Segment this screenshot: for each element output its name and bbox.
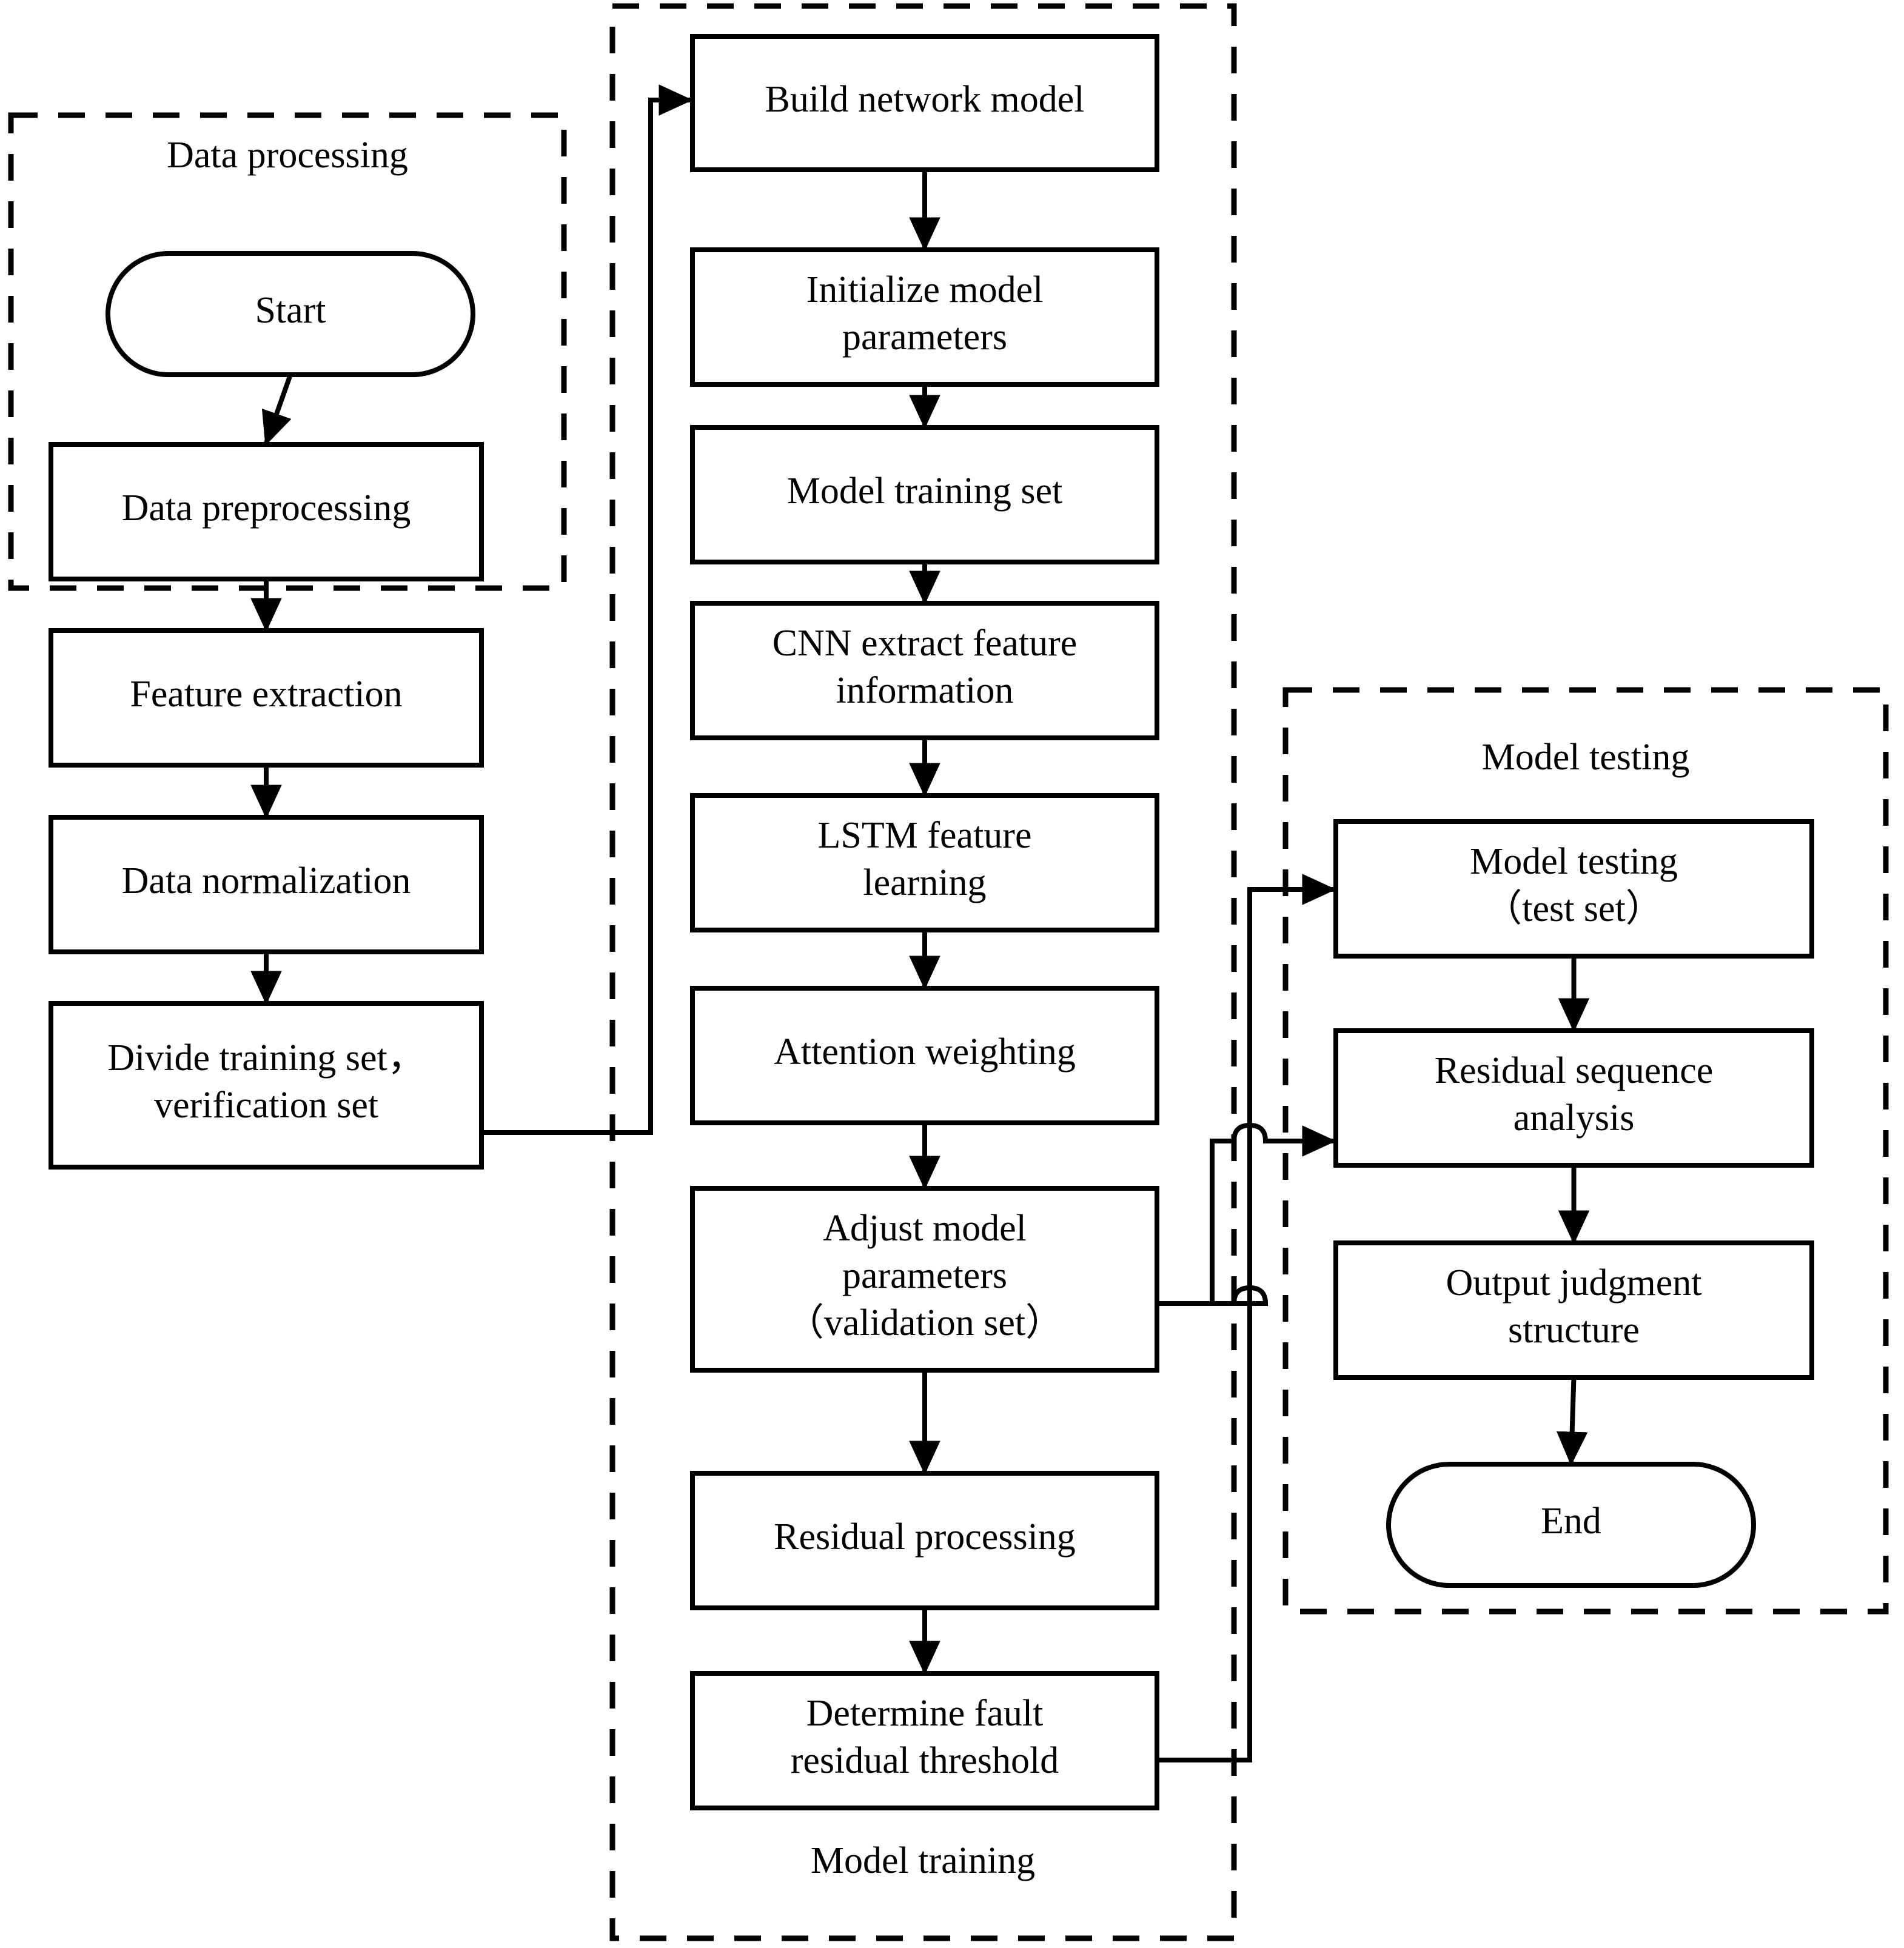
node-label-output-judgment-line1: Output judgment [1446, 1262, 1702, 1304]
node-label-model-testing-box-line2: （test set） [1484, 888, 1663, 929]
node-label-divide-sets-line2: verification set [154, 1085, 378, 1126]
node-label-initialize-params-line2: parameters [842, 316, 1007, 358]
group-frame-model-testing [1282, 687, 1889, 1615]
node-attention-weighting[interactable] [690, 986, 1159, 1125]
node-label-lstm-learning-line1: LSTM feature [818, 815, 1032, 856]
node-adjust-params[interactable] [690, 1186, 1159, 1373]
node-label-data-normalization: Data normalization [122, 860, 411, 902]
node-label-attention-weighting: Attention weighting [774, 1031, 1076, 1073]
node-label-output-judgment-line2: structure [1508, 1310, 1640, 1351]
group-label-model-testing: Model testing [1482, 737, 1690, 778]
node-label-cnn-extract-line1: CNN extract feature [773, 623, 1078, 664]
node-label-determine-threshold-line1: Determine fault [806, 1693, 1044, 1734]
edges-layer [250, 84, 1590, 1762]
node-label-model-testing-box-line1: Model testing [1470, 841, 1678, 882]
node-label-residual-sequence-line1: Residual sequence [1435, 1050, 1714, 1091]
edge-start-to-preprocessing [261, 373, 293, 446]
node-model-training-set[interactable] [690, 425, 1159, 564]
node-label-model-training-set: Model training set [787, 470, 1063, 512]
node-label-determine-threshold-line2: residual threshold [791, 1740, 1059, 1781]
edge-divide-to-build [481, 84, 693, 1135]
edge-threshold-to-modeltest [1157, 874, 1336, 1762]
node-data-preprocessing[interactable] [49, 442, 484, 581]
node-divide-sets[interactable] [49, 1001, 484, 1170]
group-frame-data-processing [8, 112, 567, 591]
group-label-model-training: Model training [811, 1840, 1035, 1881]
node-residual-processing[interactable] [690, 1471, 1159, 1610]
node-build-network[interactable] [690, 34, 1159, 172]
node-determine-threshold[interactable] [690, 1671, 1159, 1810]
edge-adjust-to-residualseq [1157, 1122, 1336, 1306]
group-frames-layer [8, 3, 1889, 1941]
node-label-adjust-params-line3: （validation set） [786, 1302, 1063, 1344]
node-lstm-learning[interactable] [690, 793, 1159, 932]
node-label-lstm-learning-line2: learning [863, 862, 986, 903]
node-feature-extraction[interactable] [49, 628, 484, 768]
node-label-adjust-params-line1: Adjust model [823, 1208, 1027, 1249]
node-output-judgment[interactable] [1333, 1240, 1814, 1380]
node-cnn-extract[interactable] [690, 601, 1159, 740]
node-label-divide-sets-line1: Divide training set， [107, 1037, 424, 1079]
node-model-testing-box[interactable] [1333, 819, 1814, 959]
node-label-feature-extraction: Feature extraction [130, 674, 402, 715]
node-initialize-params[interactable] [690, 247, 1159, 387]
node-label-adjust-params-line2: parameters [842, 1255, 1007, 1296]
nodes-layer [49, 34, 1814, 1810]
node-label-data-preprocessing: Data preprocessing [122, 487, 411, 529]
node-label-initialize-params-line1: Initialize model [806, 269, 1044, 310]
node-label-residual-sequence-line2: analysis [1513, 1097, 1635, 1139]
node-label-cnn-extract-line2: information [836, 670, 1014, 711]
node-label-build-network: Build network model [765, 79, 1085, 120]
group-label-data-processing: Data processing [167, 135, 408, 176]
node-label-end: End [1541, 1501, 1601, 1542]
node-data-normalization[interactable] [49, 815, 484, 954]
node-label-residual-processing: Residual processing [774, 1516, 1076, 1558]
node-residual-sequence[interactable] [1333, 1028, 1814, 1168]
node-end[interactable] [1386, 1462, 1756, 1588]
node-start[interactable] [106, 251, 475, 377]
node-label-start: Start [255, 290, 326, 331]
edge-output-to-end [1556, 1377, 1588, 1466]
